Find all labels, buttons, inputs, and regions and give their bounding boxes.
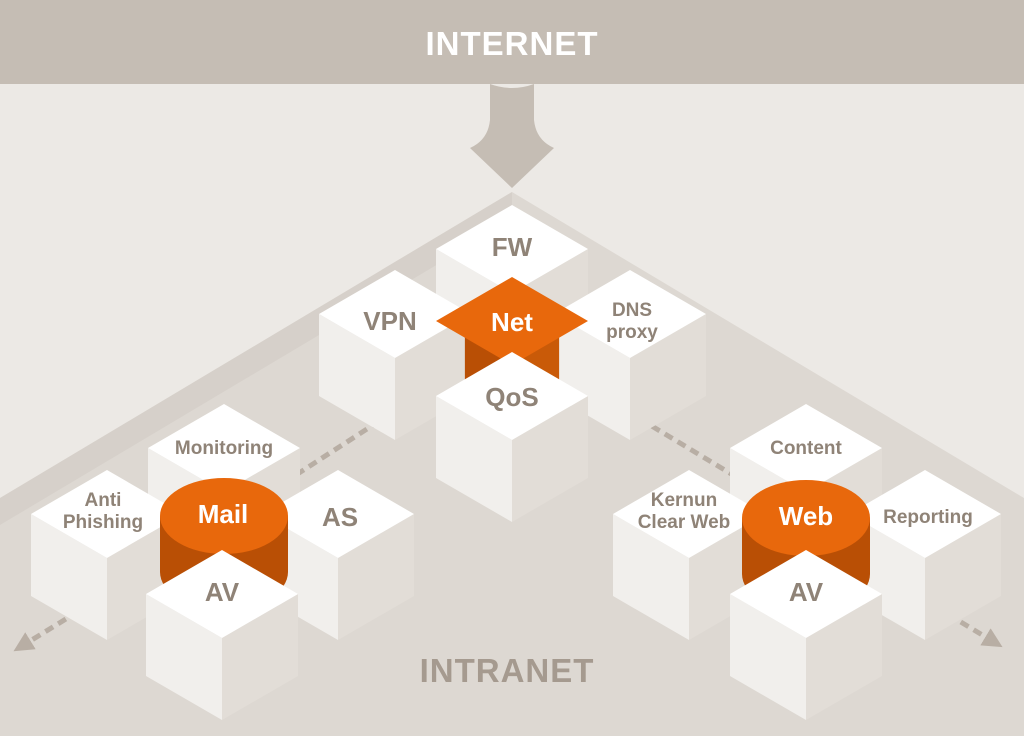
fw-label: FW (492, 232, 533, 262)
kernun-clear-web-label-line-2: Clear Web (638, 512, 731, 533)
anti-phishing-label-line-1: Anti (85, 490, 122, 511)
web-av-label: AV (789, 577, 824, 607)
reporting-label: Reporting (883, 507, 973, 528)
net-hub-label: Net (491, 307, 533, 337)
mail-av-module (146, 550, 298, 720)
monitoring-label: Monitoring (175, 438, 273, 459)
dns-proxy-label-line-1: DNS (612, 300, 652, 321)
intranet-ground-shade (0, 192, 512, 525)
qos-label: QoS (485, 382, 538, 412)
qos-module (436, 352, 588, 522)
mail-av-label: AV (205, 577, 240, 607)
kernun-clear-web-label-line-1: Kernun (651, 490, 718, 511)
vpn-label: VPN (363, 306, 416, 336)
reporting-module (849, 470, 1001, 640)
dns-proxy-label-line-2: proxy (606, 322, 658, 343)
dns-proxy-module (554, 270, 706, 440)
content-label: Content (770, 438, 842, 459)
web-hub-label: Web (779, 501, 833, 531)
intranet-label: INTRANET (420, 652, 595, 689)
vpn-module (319, 270, 471, 440)
internet-banner: INTERNET (0, 0, 1024, 188)
anti-phishing-label-line-2: Phishing (63, 512, 143, 533)
as-label: AS (322, 502, 358, 532)
mail-hub-label: Mail (198, 499, 249, 529)
mail-to-intranet-arrow (13, 553, 170, 652)
web-av-module (730, 550, 882, 720)
internet-label: INTERNET (426, 25, 599, 62)
